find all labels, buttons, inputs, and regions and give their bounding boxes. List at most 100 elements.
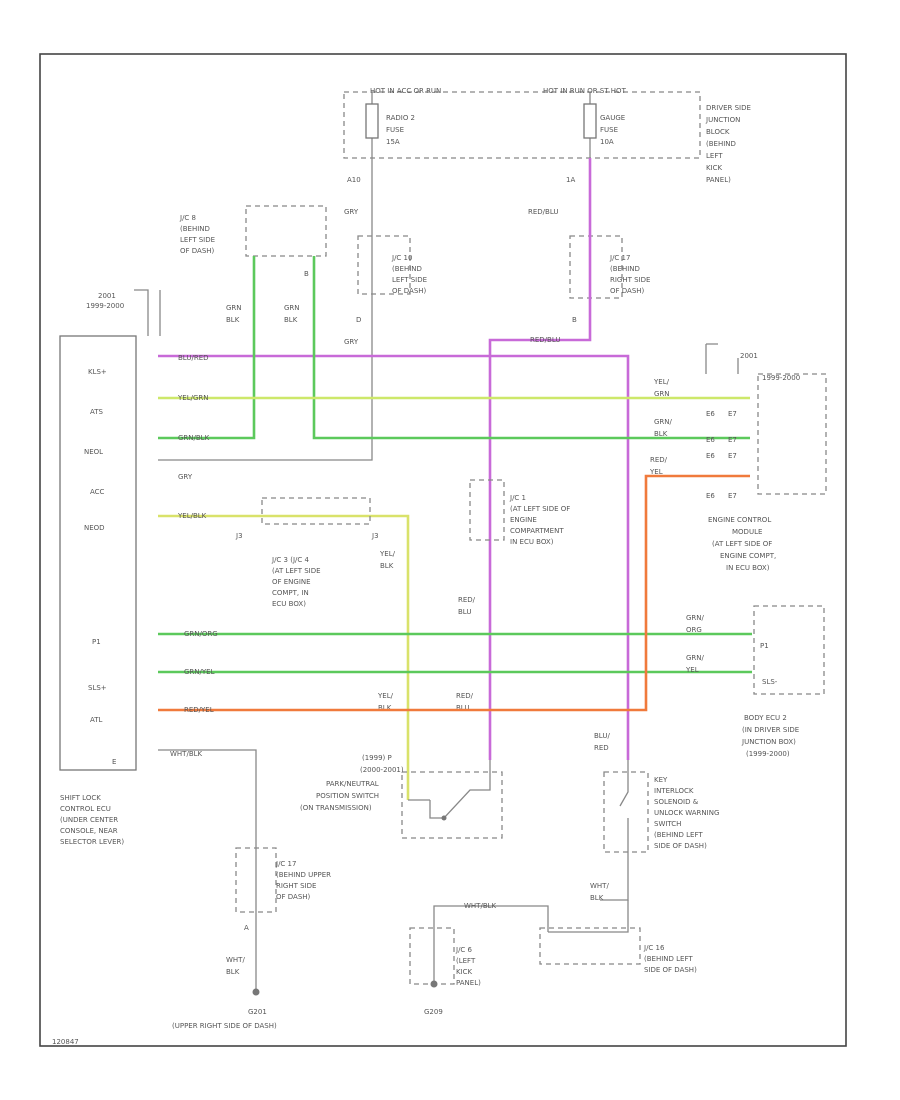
jc17-label: J/C 17 (BEHIND RIGHT SIDE OF DASH) (609, 254, 653, 295)
key-switch-leads (600, 760, 629, 901)
jc8-outline (245, 205, 327, 257)
jc3-connector: J3 J3 J/C 3 (J/C 4 (AT LEFT SIDE OF ENGI… (235, 497, 379, 608)
wire-label-wht-blk-3: WHT/BLK (464, 902, 497, 910)
row-wire-grn-blk: GRN/BLK (178, 434, 210, 442)
ecm-pin-b3: E7 (728, 452, 737, 460)
wire-label-red-blu-2: RED/ BLU (458, 596, 477, 616)
row-wire-yel-blk: YEL/BLK (177, 512, 207, 520)
wire-label-red-blu-mid: RED/BLU (530, 336, 561, 344)
body-ecu-pin-sls: SLS- (762, 678, 778, 686)
ecm-label: ENGINE CONTROL MODULE (AT LEFT SIDE OF E… (708, 516, 778, 572)
key-switch-label: KEY INTERLOCK SOLENOID & UNLOCK WARNING … (654, 776, 722, 850)
wire-label-yel-blk-2: YEL/ BLK (377, 692, 395, 712)
ecu-pin-p1: P1 (92, 638, 101, 646)
jc1-connector: J/C 1 (AT LEFT SIDE OF ENGINE COMPARTMEN… (469, 479, 573, 546)
ecm-pin-b4: E7 (728, 492, 737, 500)
wire-label-yel-blk-1: YEL/ BLK (379, 550, 397, 570)
junction-block-outline (343, 91, 701, 159)
ecm-wire-label-red-yel: RED/ YEL (649, 456, 669, 476)
row-wire-yel-grn: YEL/GRN (177, 394, 208, 402)
wire-label-gry-mid: GRY (344, 338, 359, 346)
ecm-pin-b2: E7 (728, 436, 737, 444)
ecm-pin-b1: E7 (728, 410, 737, 418)
body-ecu-pin-p1: P1 (760, 642, 769, 650)
ecm-header: 1999-2000 (762, 374, 800, 382)
park-switch-label: PARK/NEUTRAL POSITION SWITCH (ON TRANSMI… (300, 780, 381, 812)
park-neutral-switch: (1999) P (2000-2001) PARK/NEUTRAL POSITI… (300, 754, 503, 839)
jc1-outline (469, 479, 505, 541)
ecu-pin-neol: NEOL (84, 448, 103, 456)
wire-label-grn-blk-left: GRN BLK (226, 304, 244, 324)
ecu-pin-sls: SLS+ (88, 684, 107, 692)
g201-label: G201 (248, 1008, 267, 1016)
hot-right-label: HOT IN RUN OR ST HOT (543, 87, 627, 95)
jc6-outline (409, 927, 455, 985)
wire-label-gry-top: GRY (344, 208, 359, 216)
ecu-pin-e: E (112, 758, 116, 766)
jc3-pin-right: J3 (371, 532, 379, 540)
wire-red-blu (488, 158, 592, 760)
row-wire-red-yel: RED/YEL (184, 706, 214, 714)
wire-grn-blk-right (312, 256, 750, 440)
row-wire-blu-red: BLU/RED (178, 354, 209, 362)
key-interlock-switch: BLU/ RED KEY INTERLOCK SOLENOID & UNLOCK… (590, 732, 722, 902)
jc3-label: J/C 3 (J/C 4 (AT LEFT SIDE OF ENGINE COM… (271, 556, 323, 608)
park-switch-pivot (441, 815, 447, 821)
ecm-year-leads (705, 343, 739, 374)
jc10-pin: D (356, 316, 361, 324)
pin-1a: 1A (566, 176, 575, 184)
body-ecu-label: BODY ECU 2 (IN DRIVER SIDE JUNCTION BOX)… (741, 714, 801, 758)
jc17-lower-connector: J/C 17 (BEHIND UPPER RIGHT SIDE OF DASH)… (158, 749, 333, 1030)
ecm-pin-a3: E6 (706, 452, 715, 460)
jc8-pin: B (304, 270, 309, 278)
wire-label-wht-blk-2: WHT/ BLK (590, 882, 611, 902)
radio-fuse-label: RADIO 2 FUSE 15A (386, 114, 417, 146)
g201-ground-symbol (252, 988, 260, 996)
ecm-pin-a1: E6 (706, 410, 715, 418)
hot-left-label: HOT IN ACC OR RUN (370, 87, 441, 95)
ecm-pin-a4: E6 (706, 492, 715, 500)
jc3-outline (261, 497, 371, 525)
jc6-jc16-ground: WHT/BLK J/C 6 (LEFT KICK PANEL) G209 J/C… (409, 900, 697, 1016)
jc10-label: J/C 10 (BEHIND LEFT SIDE OF DASH) (391, 254, 429, 295)
jc17-outline (569, 235, 623, 299)
g209-label: G209 (424, 1008, 443, 1016)
jc1-label: J/C 1 (AT LEFT SIDE OF ENGINE COMPARTMEN… (509, 494, 573, 546)
driver-side-junction-block: HOT IN ACC OR RUN HOT IN RUN OR ST HOT D… (343, 87, 751, 184)
body-ecu-2: P1 SLS- GRN/ ORG GRN/ YEL BODY ECU 2 (IN… (685, 605, 825, 758)
pin-a10: A10 (347, 176, 361, 184)
wire-wht-blk-top (433, 905, 549, 932)
g201-location: (UPPER RIGHT SIDE OF DASH) (172, 1022, 277, 1030)
shift-lock-ecu: 2001 1999-2000 KLS+ ATS NEOL ACC NEOD P1… (59, 289, 218, 846)
body-ecu-wire-label-grn-yel: GRN/ YEL (685, 654, 706, 674)
ecm-outline (757, 373, 827, 495)
jc17-connector: J/C 17 (BEHIND RIGHT SIDE OF DASH) B (569, 235, 653, 324)
gauge-fuse-label: GAUGE FUSE 10A (600, 114, 627, 146)
ecm-wire-label-yel-grn: YEL/ GRN (653, 378, 671, 398)
jc17-pin: B (572, 316, 577, 324)
gauge-fuse (583, 103, 597, 139)
ecu-pin-kls: KLS+ (88, 368, 107, 376)
ecm-wire-label-grn-blk: GRN/ BLK (654, 418, 674, 438)
wire-label-grn-blk-right: GRN BLK (284, 304, 302, 324)
wire-red-yel (158, 474, 750, 712)
jc10-outline (357, 235, 411, 295)
ecu-pin-neod: NEOD (84, 524, 105, 532)
row-wire-wht-blk: WHT/BLK (170, 750, 203, 758)
row-wire-grn-org: GRN/ORG (184, 630, 218, 638)
wire-grn-blk-left (158, 256, 256, 440)
jc16-outline (539, 927, 641, 965)
jc16-label: J/C 16 (BEHIND LEFT SIDE OF DASH) (643, 944, 697, 974)
jc17-lower-outline (235, 847, 277, 913)
wire-label-wht-blk-1: WHT/ BLK (226, 956, 247, 976)
jc10-connector: J/C 10 (BEHIND LEFT SIDE OF DASH) D (356, 235, 429, 324)
wire-wht-blk-ground (158, 749, 257, 990)
jc6-label: J/C 6 (LEFT KICK PANEL) (455, 946, 481, 987)
park-switch-year: (1999) P (2000-2001) (360, 754, 404, 774)
ecu-pin-atl: ATL (90, 716, 103, 724)
diagram-frame (39, 53, 847, 1047)
jc17-lower-label: J/C 17 (BEHIND UPPER RIGHT SIDE OF DASH) (275, 860, 333, 901)
park-switch-outline (401, 771, 503, 839)
ecu-year-note: 2001 1999-2000 (86, 292, 124, 310)
engine-control-module: 2001 1999-2000 E6 E7 E6 E7 E6 E7 E6 E7 Y… (649, 343, 827, 572)
